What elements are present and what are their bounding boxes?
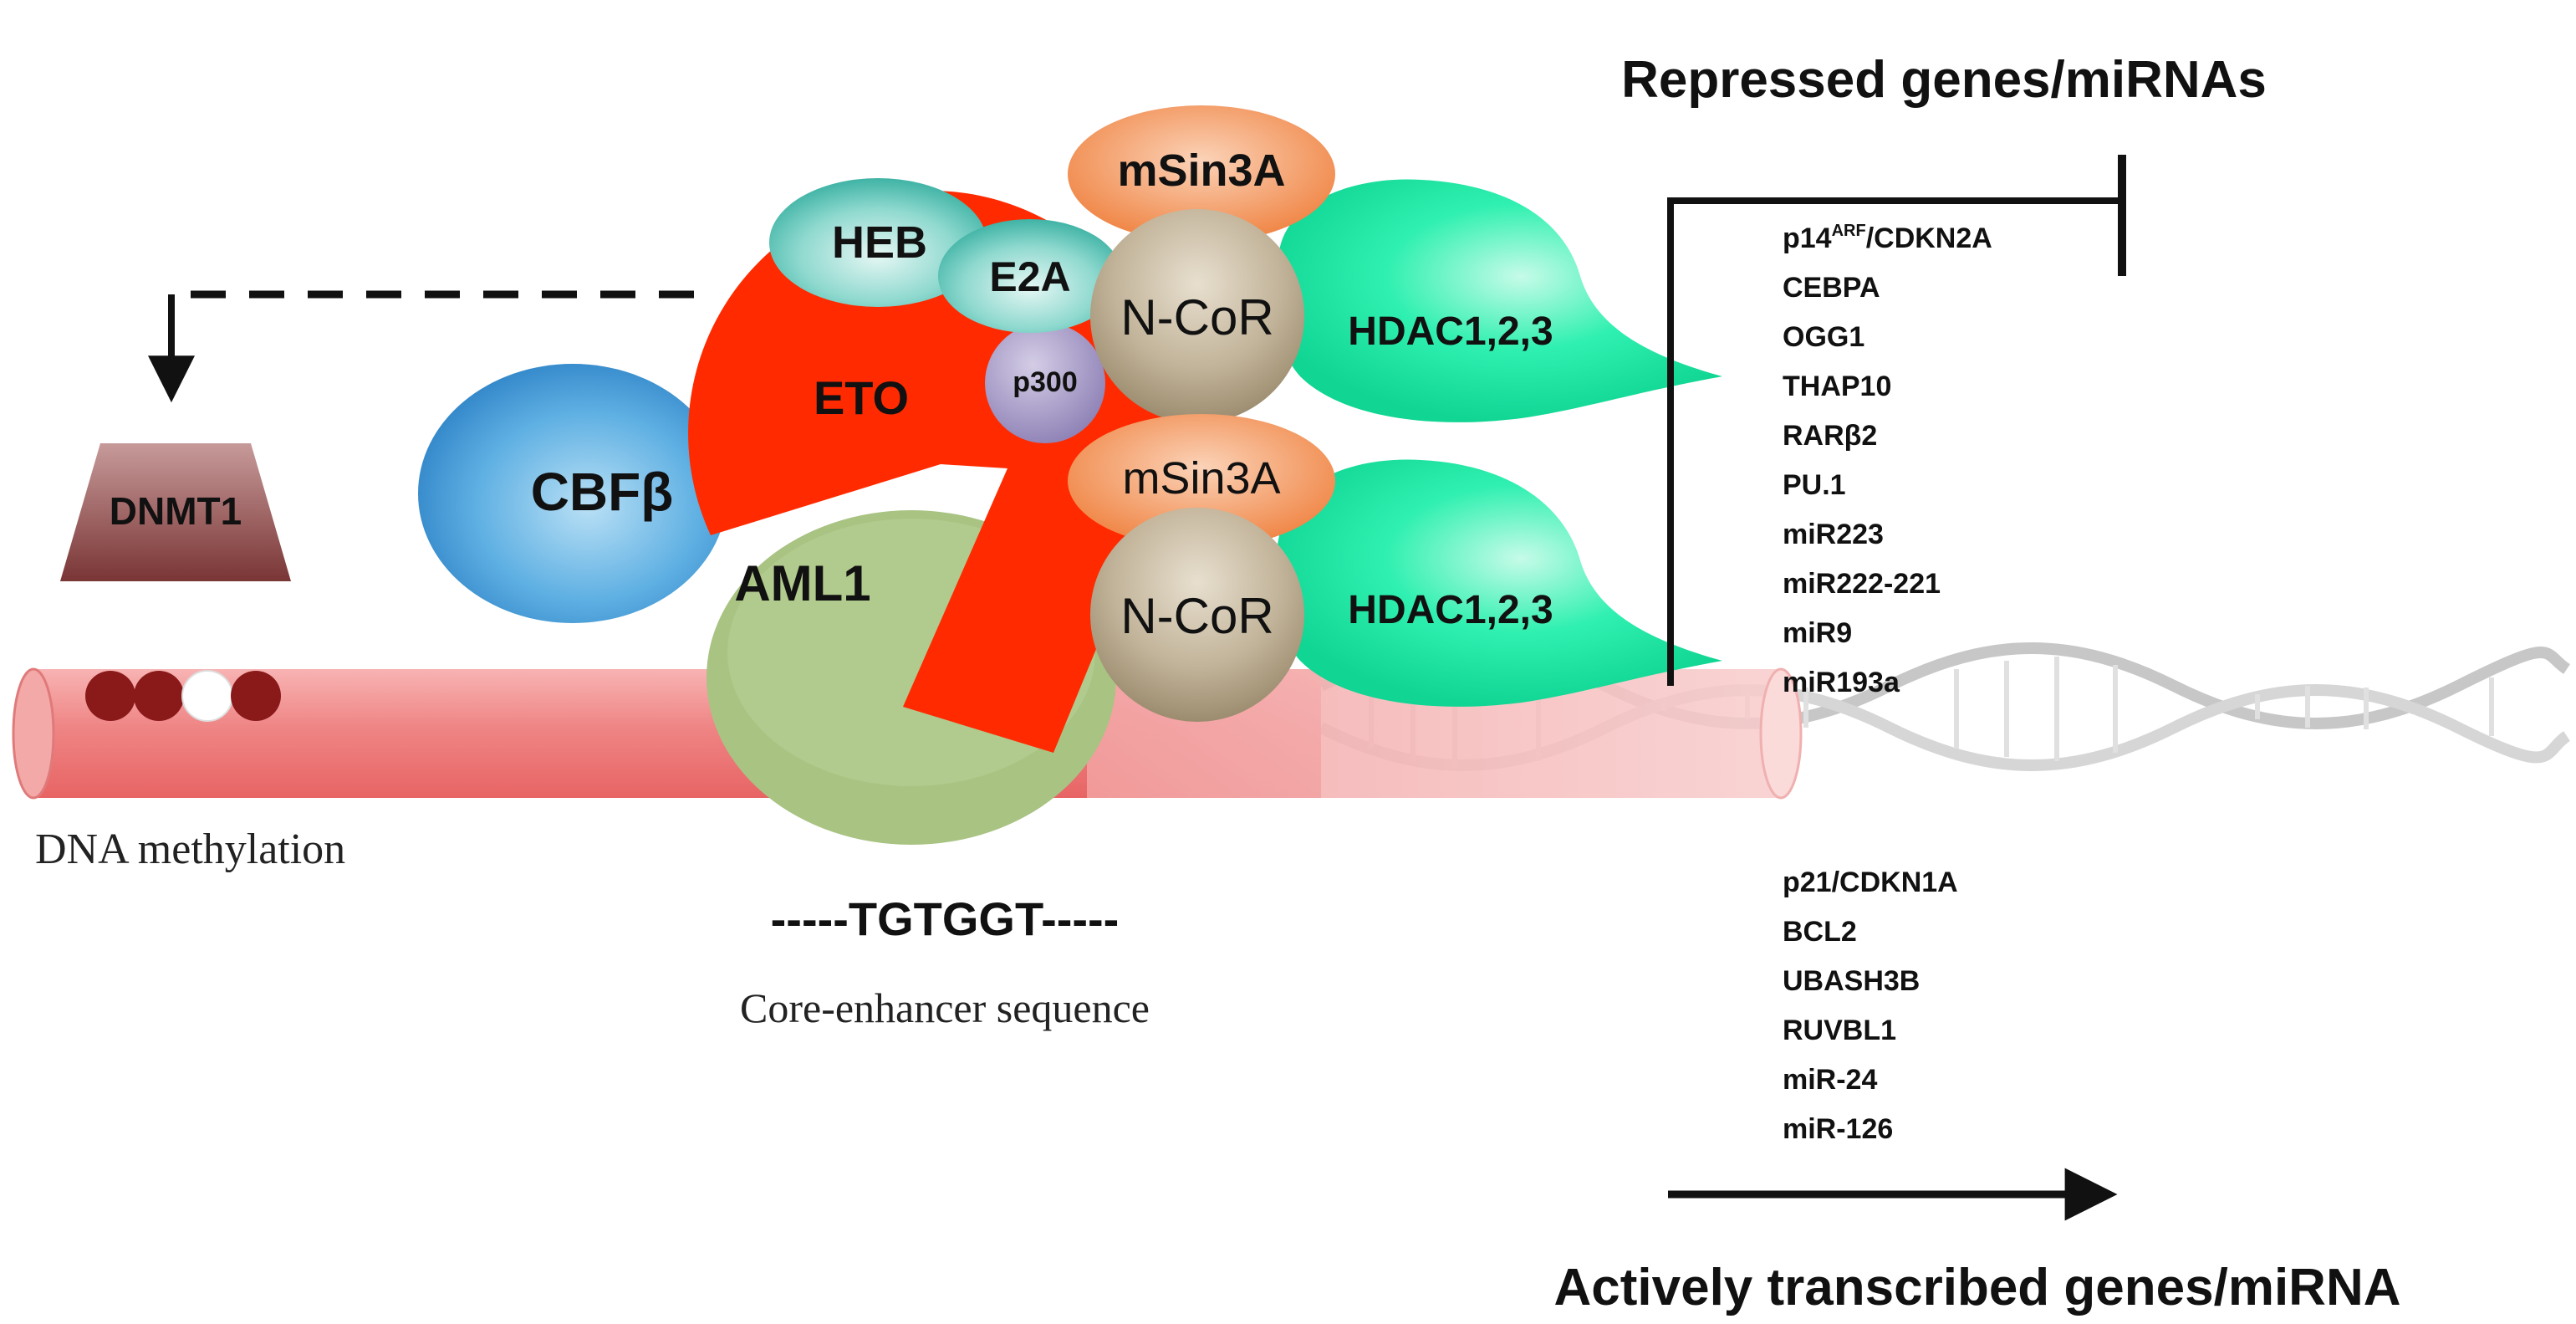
eto-label: ETO: [814, 371, 909, 424]
active-gene-item: UBASH3B: [1783, 965, 1920, 997]
active-gene-item: p21/CDKN1A: [1783, 866, 1958, 898]
repressed-gene-item: p14ARF/CDKN2A: [1783, 222, 1992, 254]
e2a-node: E2A: [938, 219, 1122, 333]
active-gene-item: miR-24: [1783, 1064, 1877, 1096]
msin3a-top-node: mSin3A: [1068, 105, 1335, 243]
methyl-dot: [85, 671, 135, 721]
methylation-marks: [85, 670, 281, 722]
repressed-gene-item: miR222-221: [1783, 568, 1941, 600]
ncor-bottom-node: N-CoR: [1090, 508, 1304, 722]
cbfb-node: CBFβ: [418, 364, 727, 623]
methyl-dot: [231, 671, 281, 721]
repressed-heading: Repressed genes/miRNAs: [1621, 51, 2267, 109]
repressed-gene-item: THAP10: [1783, 371, 1891, 402]
hdac-bottom-label: HDAC1,2,3: [1348, 588, 1553, 632]
core-enhancer-motif: -----TGTGGT-----: [771, 892, 1120, 945]
repressed-gene-item: RARβ2: [1783, 420, 1877, 452]
hdac-top-label: HDAC1,2,3: [1348, 309, 1553, 354]
repressed-gene-item: OGG1: [1783, 321, 1864, 353]
heb-label: HEB: [832, 217, 927, 268]
msin3a-top-label: mSin3A: [1117, 146, 1285, 196]
repressed-gene-item: PU.1: [1783, 469, 1846, 501]
repressed-gene-item: miR9: [1783, 617, 1852, 649]
p300-node: p300: [985, 323, 1105, 443]
repressed-gene-item: miR223: [1783, 519, 1884, 550]
dna-methylation-label: DNA methylation: [35, 826, 345, 873]
hdac-bottom-node: HDAC1,2,3: [1274, 459, 1722, 707]
core-enhancer-caption: Core-enhancer sequence: [740, 984, 1150, 1031]
active-gene-item: RUVBL1: [1783, 1015, 1896, 1046]
active-gene-item: miR-126: [1783, 1113, 1893, 1145]
dnmt1-node: DNMT1: [60, 443, 291, 581]
hdac-top-node: HDAC1,2,3: [1274, 179, 1722, 422]
ncor-bottom-label: N-CoR: [1120, 588, 1273, 644]
dnmt1-recruit-arrow: [148, 290, 694, 403]
repressed-gene-item: miR193a: [1783, 667, 1900, 698]
methyl-dot: [134, 671, 184, 721]
cbfb-label: CBFβ: [531, 462, 674, 522]
active-gene-item: BCL2: [1783, 916, 1857, 948]
ncor-top-label: N-CoR: [1120, 289, 1273, 345]
active-heading: Actively transcribed genes/miRNA: [1553, 1259, 2400, 1316]
e2a-label: E2A: [989, 253, 1070, 300]
repressed-gene-item: CEBPA: [1783, 272, 1880, 304]
ncor-top-node: N-CoR: [1090, 209, 1304, 423]
msin3a-bottom-node: mSin3A: [1068, 414, 1335, 548]
heb-node: HEB: [769, 178, 987, 307]
aml1-label: AML1: [734, 555, 870, 611]
p300-label: p300: [1013, 366, 1078, 398]
dnmt1-label: DNMT1: [110, 489, 242, 533]
unmethylated-dot: [181, 670, 233, 722]
repression-bracket: [1667, 155, 2126, 686]
msin3a-bottom-label: mSin3A: [1122, 453, 1280, 504]
